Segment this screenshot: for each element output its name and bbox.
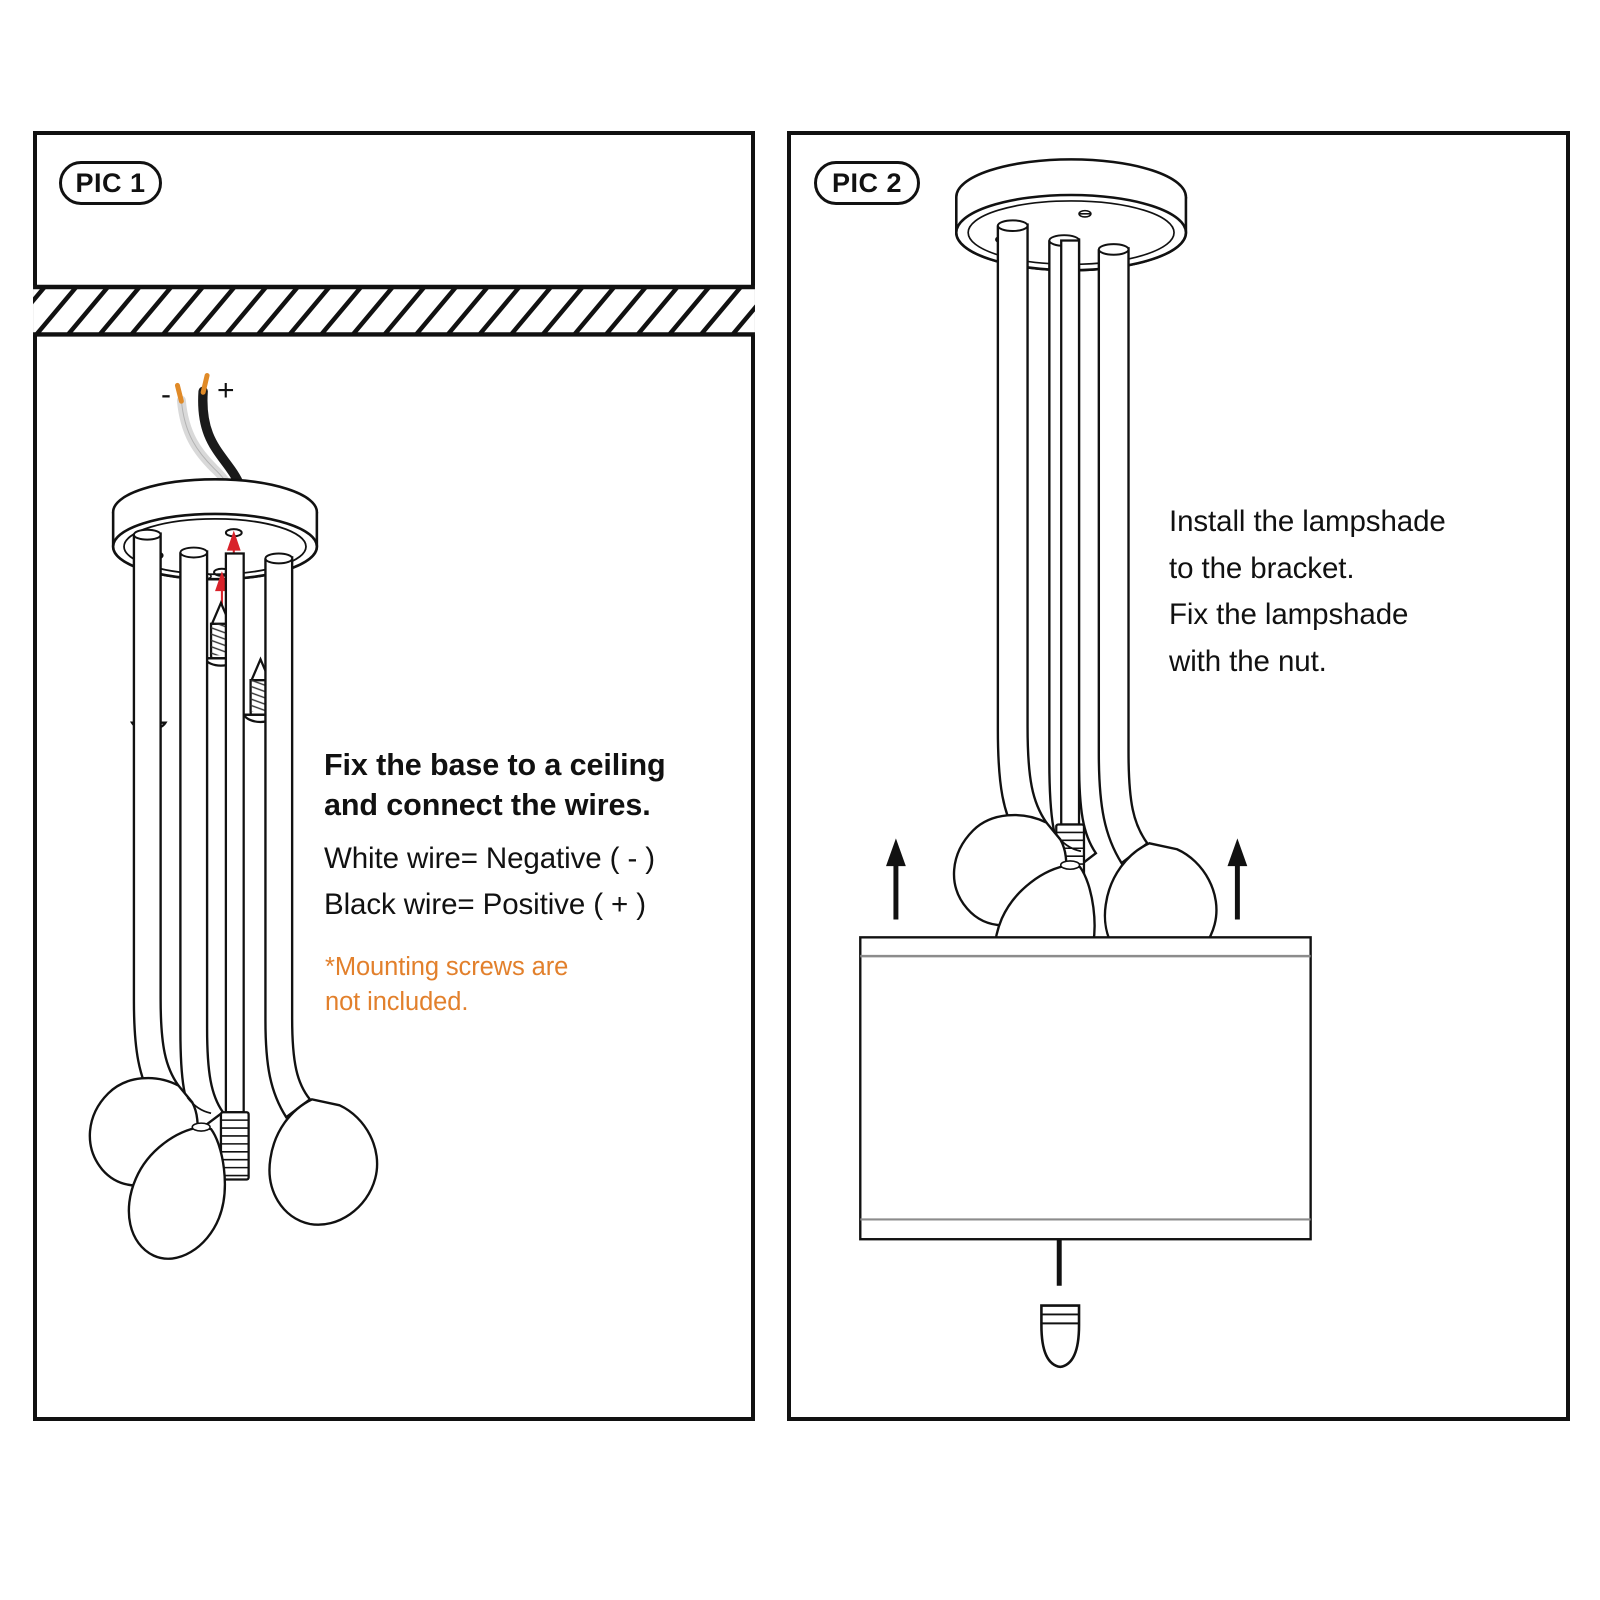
pic-1-illustration [33, 284, 755, 1260]
pic-1-label: PIC 1 [59, 161, 162, 205]
arrow-left [886, 838, 906, 920]
panel-pic-1: PIC 1 [33, 131, 755, 1421]
lamp-heads [88, 1076, 379, 1260]
pic-1-line-black-wire: Black wire= Positive ( + ) [324, 888, 647, 921]
arrow-right [1227, 838, 1248, 920]
assembly-arrows [886, 838, 1248, 1286]
lamp-arms [132, 528, 312, 1132]
negative-marker: - [161, 378, 171, 411]
pic-1-note: *Mounting screws are not included. [325, 953, 569, 1017]
threaded-rod [219, 552, 250, 1181]
panel-pic-2: PIC 2 [787, 131, 1570, 1421]
positive-marker: + [217, 374, 235, 407]
pic-2-heading: Install the lampshade to the bracket. Fi… [1169, 505, 1446, 678]
pic-1-heading: Fix the base to a ceiling and connect th… [324, 748, 666, 822]
pic-1-line-white-wire: White wire= Negative ( - ) [324, 842, 656, 875]
pic-2-illustration [859, 158, 1312, 1369]
threaded-rod [1055, 239, 1086, 893]
lampshade [859, 936, 1312, 1241]
pic-2-label: PIC 2 [814, 161, 920, 205]
ceiling-hatch-band [33, 284, 755, 337]
finial-nut [1040, 1304, 1081, 1369]
